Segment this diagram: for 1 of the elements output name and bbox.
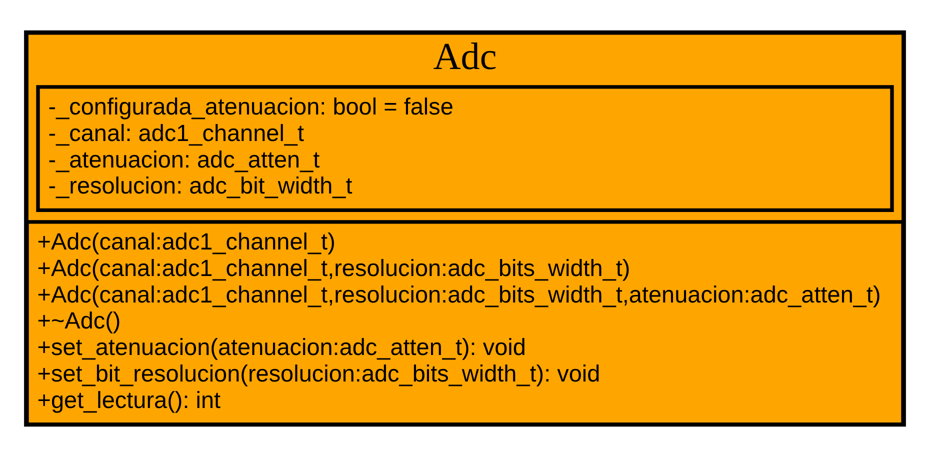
node-box: -_configurada_atenuacion: bool = false -_canal: adc1_channel_t -_atenuacion: adc_atten_t -_resolucion: adc_bit_width_t [36,85,894,212]
